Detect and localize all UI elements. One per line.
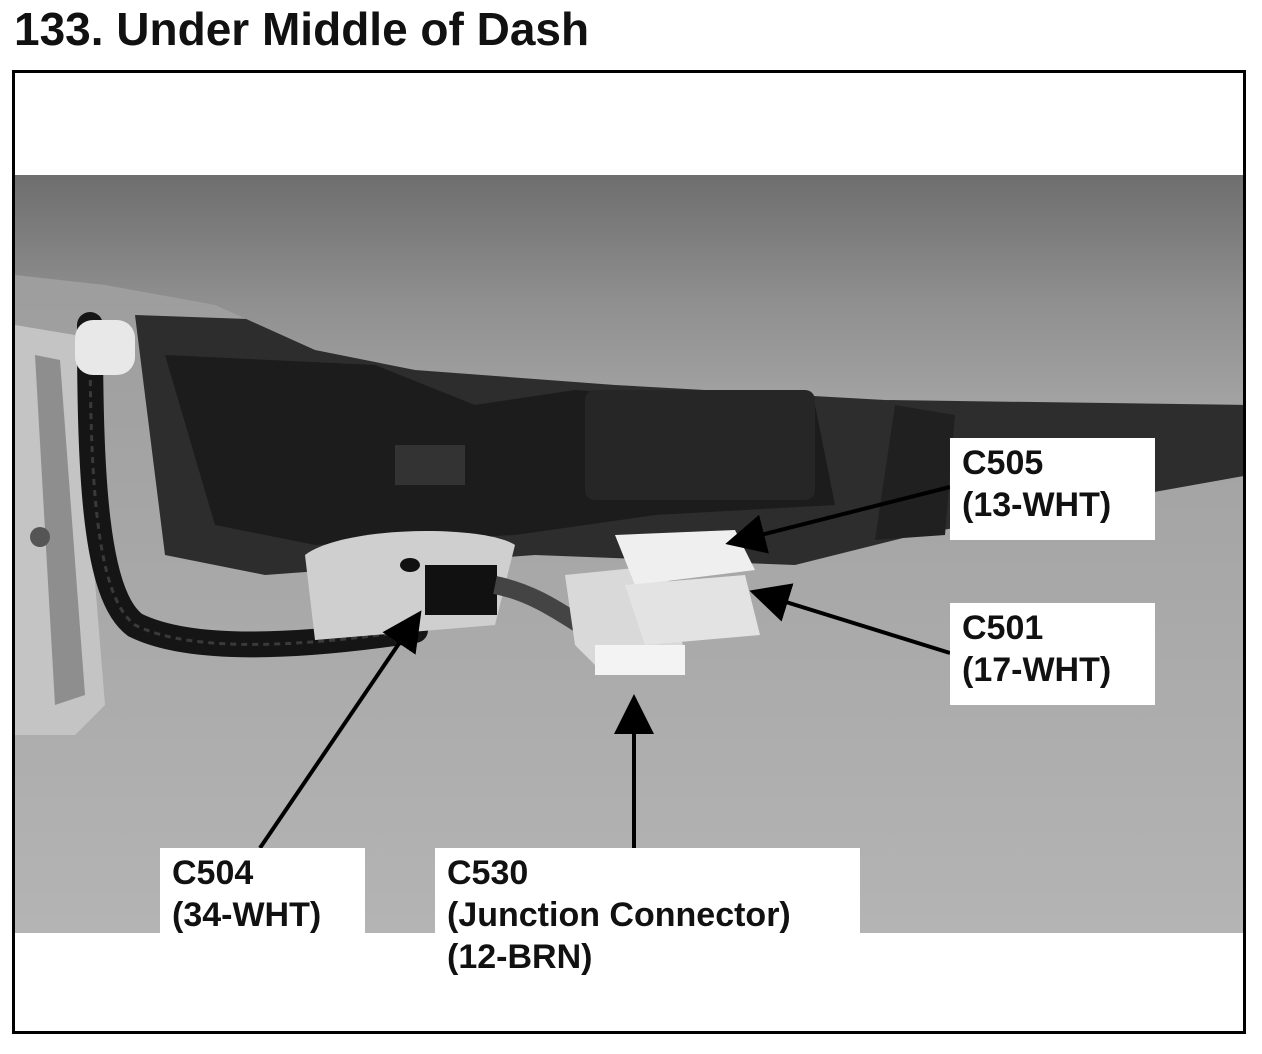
callout-c530-detail2: (12-BRN) <box>447 938 593 976</box>
arrow-c501 <box>749 583 951 655</box>
callout-c505-code: C505 <box>962 444 1044 482</box>
connector-c505-shape <box>615 530 755 585</box>
dash-panel <box>15 175 1243 405</box>
callout-c505: C505 (13-WHT) <box>950 438 1155 540</box>
callout-c504-detail: (34-WHT) <box>172 896 322 934</box>
callout-c501-detail: (17-WHT) <box>962 651 1112 689</box>
callout-c501-code: C501 <box>962 609 1044 647</box>
callout-c530-detail: (Junction Connector) <box>447 896 791 934</box>
callout-c530: C530 (Junction Connector) (12-BRN) <box>435 848 860 988</box>
callout-c504-code: C504 <box>172 854 254 892</box>
callout-c505-detail: (13-WHT) <box>962 486 1112 524</box>
arrow-c504 <box>258 610 422 850</box>
page-title: 133. Under Middle of Dash <box>14 3 590 55</box>
callout-c501: C501 (17-WHT) <box>950 603 1155 705</box>
diagram-frame: C505 (13-WHT) C501 (17-WHT) C504 (34-WHT… <box>12 70 1246 1034</box>
callout-c530-code: C530 <box>447 854 529 892</box>
arrow-c505 <box>725 485 951 554</box>
connector-c501-shape <box>625 575 760 645</box>
under-dash-photo <box>15 175 1243 933</box>
callout-c504: C504 (34-WHT) <box>160 848 365 1008</box>
connector-c504-shape <box>425 565 497 615</box>
